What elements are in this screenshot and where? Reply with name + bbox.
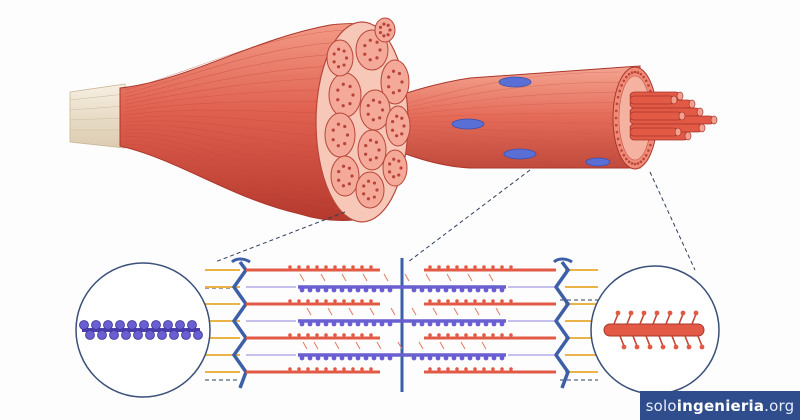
fascicle-shape — [357, 129, 387, 171]
nucleus-shape — [503, 148, 537, 160]
watermark-part-1: solo — [645, 396, 677, 415]
myofibril-shape — [629, 111, 683, 121]
fascicle-shape — [328, 72, 362, 118]
fascicle-shape — [380, 59, 410, 105]
myosin-filament-magnified — [75, 262, 211, 398]
fascicle-shape — [324, 112, 356, 158]
nucleus-shape — [451, 118, 485, 130]
actin-shape — [603, 323, 705, 337]
z-disc-shape — [231, 260, 249, 389]
tendon — [69, 83, 126, 149]
nucleus-shape — [585, 157, 611, 167]
nucleus-shape — [498, 76, 532, 88]
myofibril-shape — [629, 127, 679, 137]
fascicle-shape — [359, 89, 391, 131]
fascicle-shape — [382, 149, 408, 187]
fascicle-shape — [374, 17, 396, 43]
fascicle-shape — [330, 155, 360, 197]
myofibril-shape — [629, 95, 675, 105]
fascicle-cross-section — [315, 17, 411, 223]
watermark-part-2: ingenieria — [676, 396, 765, 415]
actin-filament-magnified — [590, 265, 720, 395]
fascicle-shape — [355, 171, 385, 209]
sarcomere — [205, 257, 598, 392]
z-disc-shape — [553, 260, 571, 389]
myofibril-bundle — [629, 91, 718, 141]
watermark-part-3: .org — [764, 396, 795, 415]
fascicle-shape — [385, 105, 411, 147]
fascicle-shape — [326, 39, 354, 77]
